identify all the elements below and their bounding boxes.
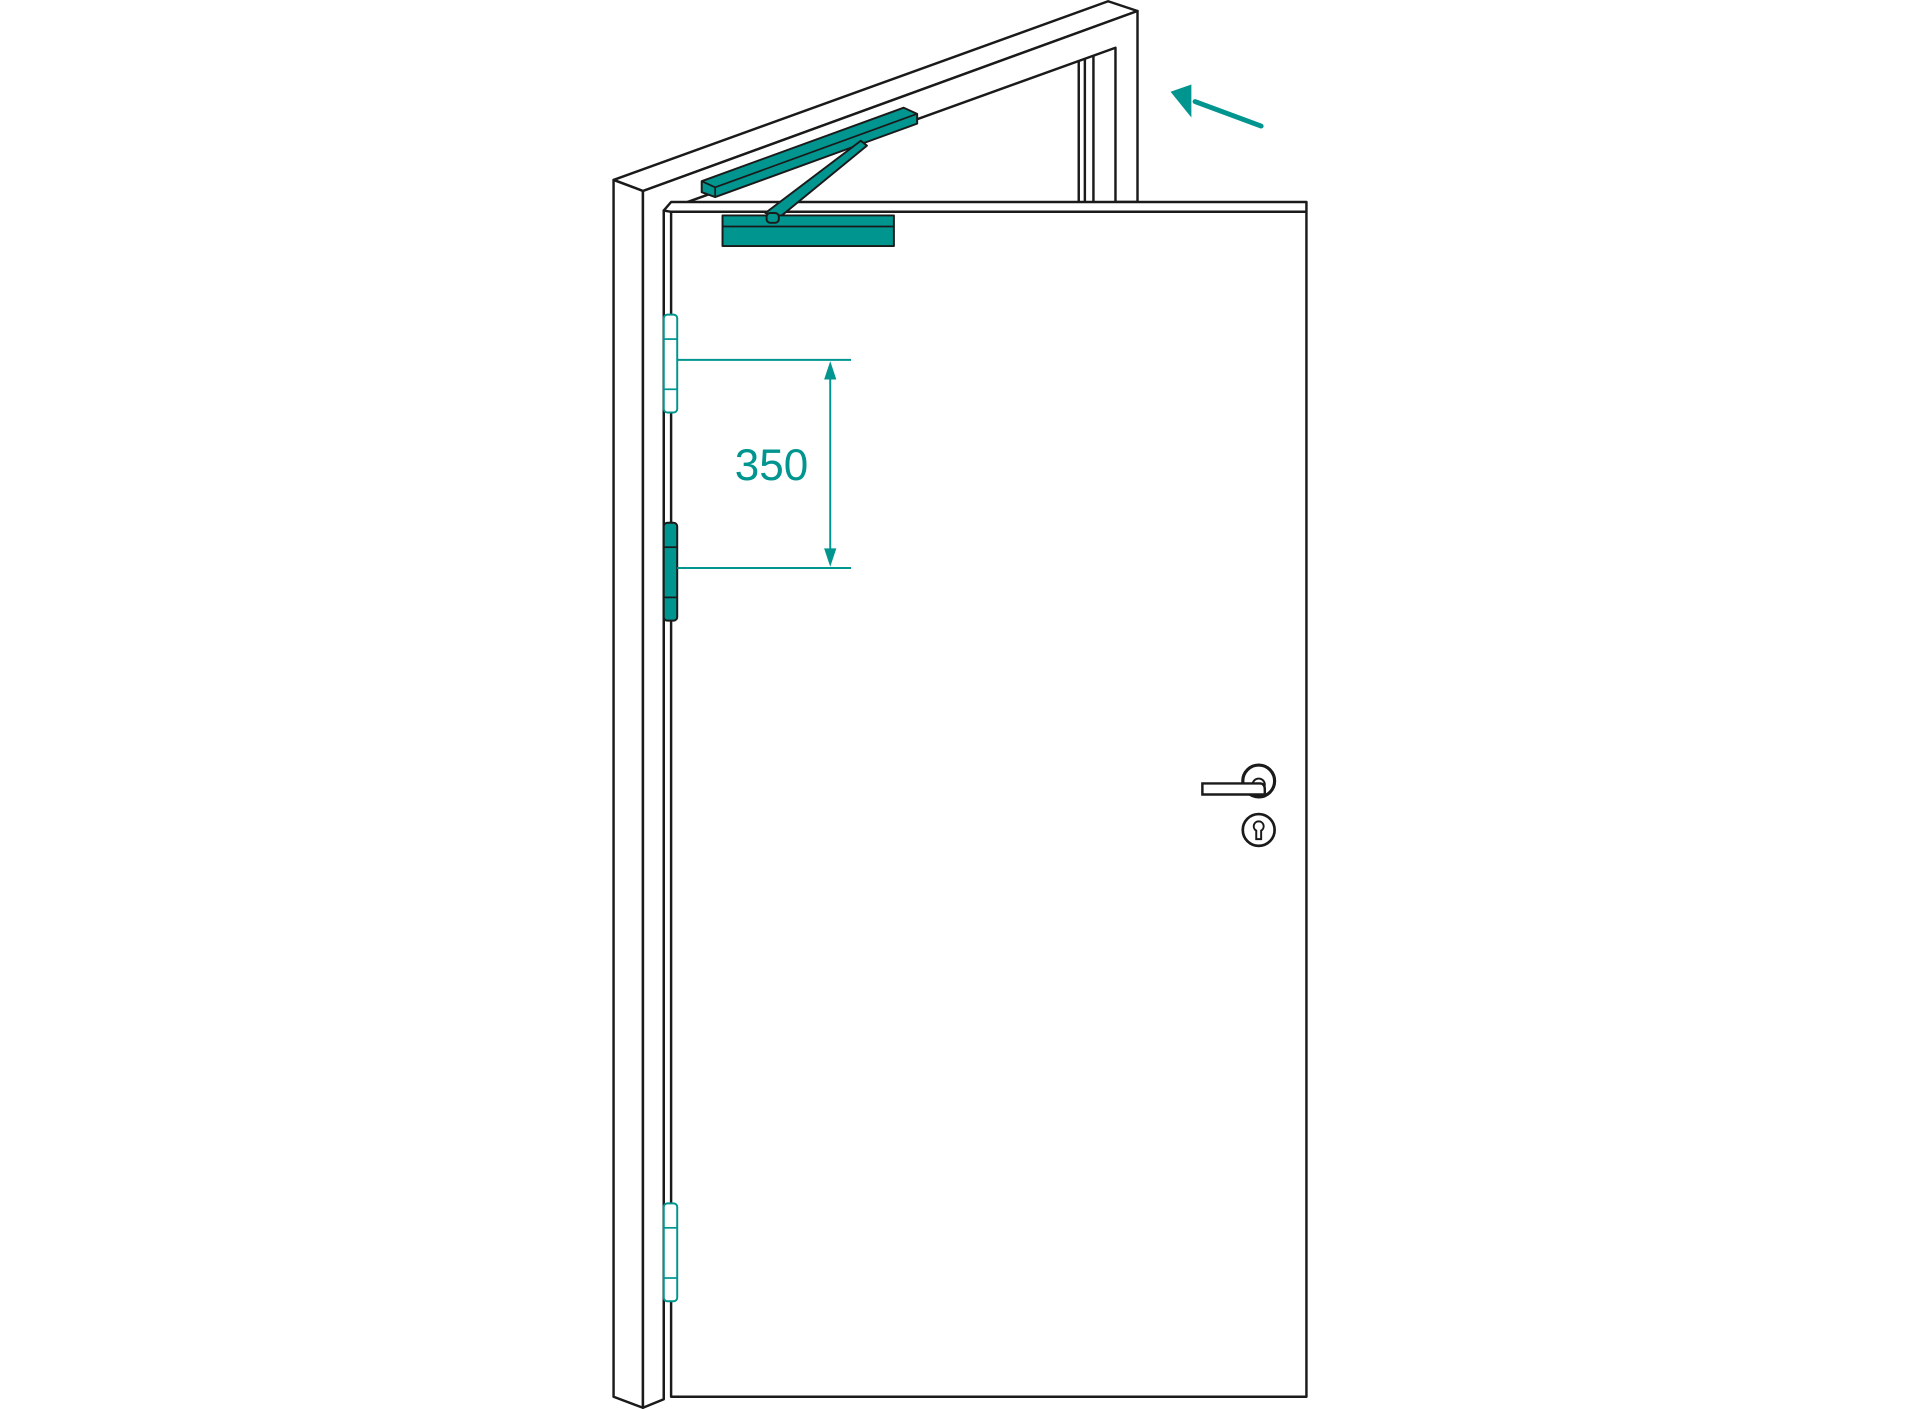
keyhole-icon (1241, 812, 1276, 848)
hinge-middle (662, 521, 679, 622)
dimension-label: 350 (735, 441, 809, 490)
door-closer (700, 106, 919, 248)
closing-direction-arrow-icon (1170, 84, 1264, 129)
closer-body (721, 214, 895, 248)
door-handle-icon (1201, 763, 1277, 799)
arrowhead-down-icon (824, 548, 837, 567)
door-frame (612, 0, 1139, 1409)
arm-pivot (765, 212, 780, 224)
door-leaf (662, 200, 1308, 1400)
hinge-bottom (662, 1202, 679, 1303)
hinge-top (662, 313, 679, 414)
arrowhead-up-icon (824, 361, 837, 380)
dimension-350: 350 (677, 358, 852, 569)
